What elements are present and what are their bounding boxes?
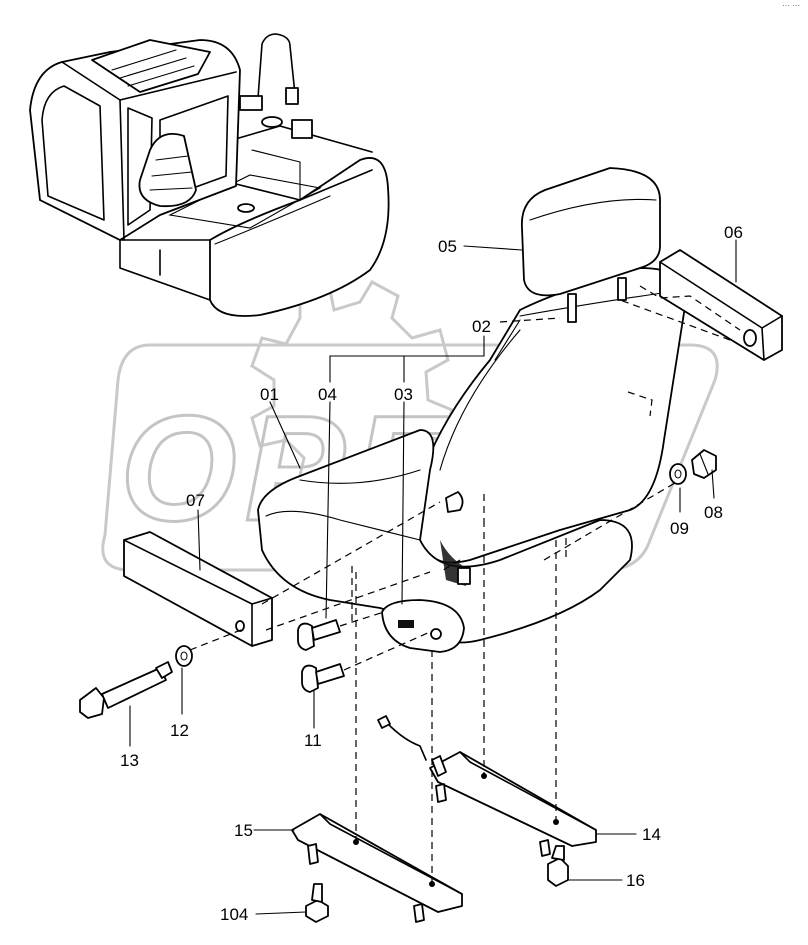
bolt-104 <box>305 899 329 923</box>
corner-mark: ··· ··· <box>782 1 800 10</box>
callout-04: 04 <box>318 385 337 404</box>
callout-leaders <box>129 239 737 915</box>
excavator-cab-front-window <box>41 85 105 221</box>
headrest-post-right <box>617 277 627 301</box>
callout-05: 05 <box>438 237 457 256</box>
excavator-post <box>285 87 299 105</box>
excavator-box <box>239 95 263 111</box>
excavator-overview <box>29 33 390 317</box>
bolt-11 <box>301 631 431 693</box>
callout-12: 12 <box>170 721 189 740</box>
seat-lever <box>457 567 471 585</box>
callout-02: 02 <box>472 317 491 336</box>
callout-06: 06 <box>724 223 743 242</box>
callout-03: 03 <box>394 385 413 404</box>
callout-09: 09 <box>670 519 689 538</box>
bolt-04 <box>297 611 385 651</box>
excavator-handrail <box>257 33 297 105</box>
seat-backrest <box>419 267 688 564</box>
headrest-post-left <box>567 293 577 323</box>
slide-rail-14 <box>377 715 597 857</box>
excavator-counterweight <box>209 157 390 317</box>
callout-11: 11 <box>304 731 322 750</box>
armrest-left <box>123 531 273 647</box>
assembly-line-armrest-left <box>261 501 441 605</box>
callout-07: 07 <box>186 491 205 510</box>
slide-rail-15 <box>291 813 463 923</box>
callout-01: 01 <box>260 385 279 404</box>
callout-14: 14 <box>642 825 661 844</box>
callout-13: 13 <box>120 751 139 770</box>
excavator-cab-roof <box>91 39 211 93</box>
bolt-16 <box>547 857 569 887</box>
excavator-cap <box>291 119 313 139</box>
bolt-13 <box>79 661 173 719</box>
excavator-fill-cap <box>237 203 255 213</box>
callout-104: 104 <box>220 905 248 924</box>
callout-15: 15 <box>234 821 253 840</box>
seat-bracket <box>381 599 465 653</box>
callout-08: 08 <box>704 503 723 522</box>
excavator-cab-side-window <box>127 107 153 226</box>
callout-16: 16 <box>626 871 645 890</box>
